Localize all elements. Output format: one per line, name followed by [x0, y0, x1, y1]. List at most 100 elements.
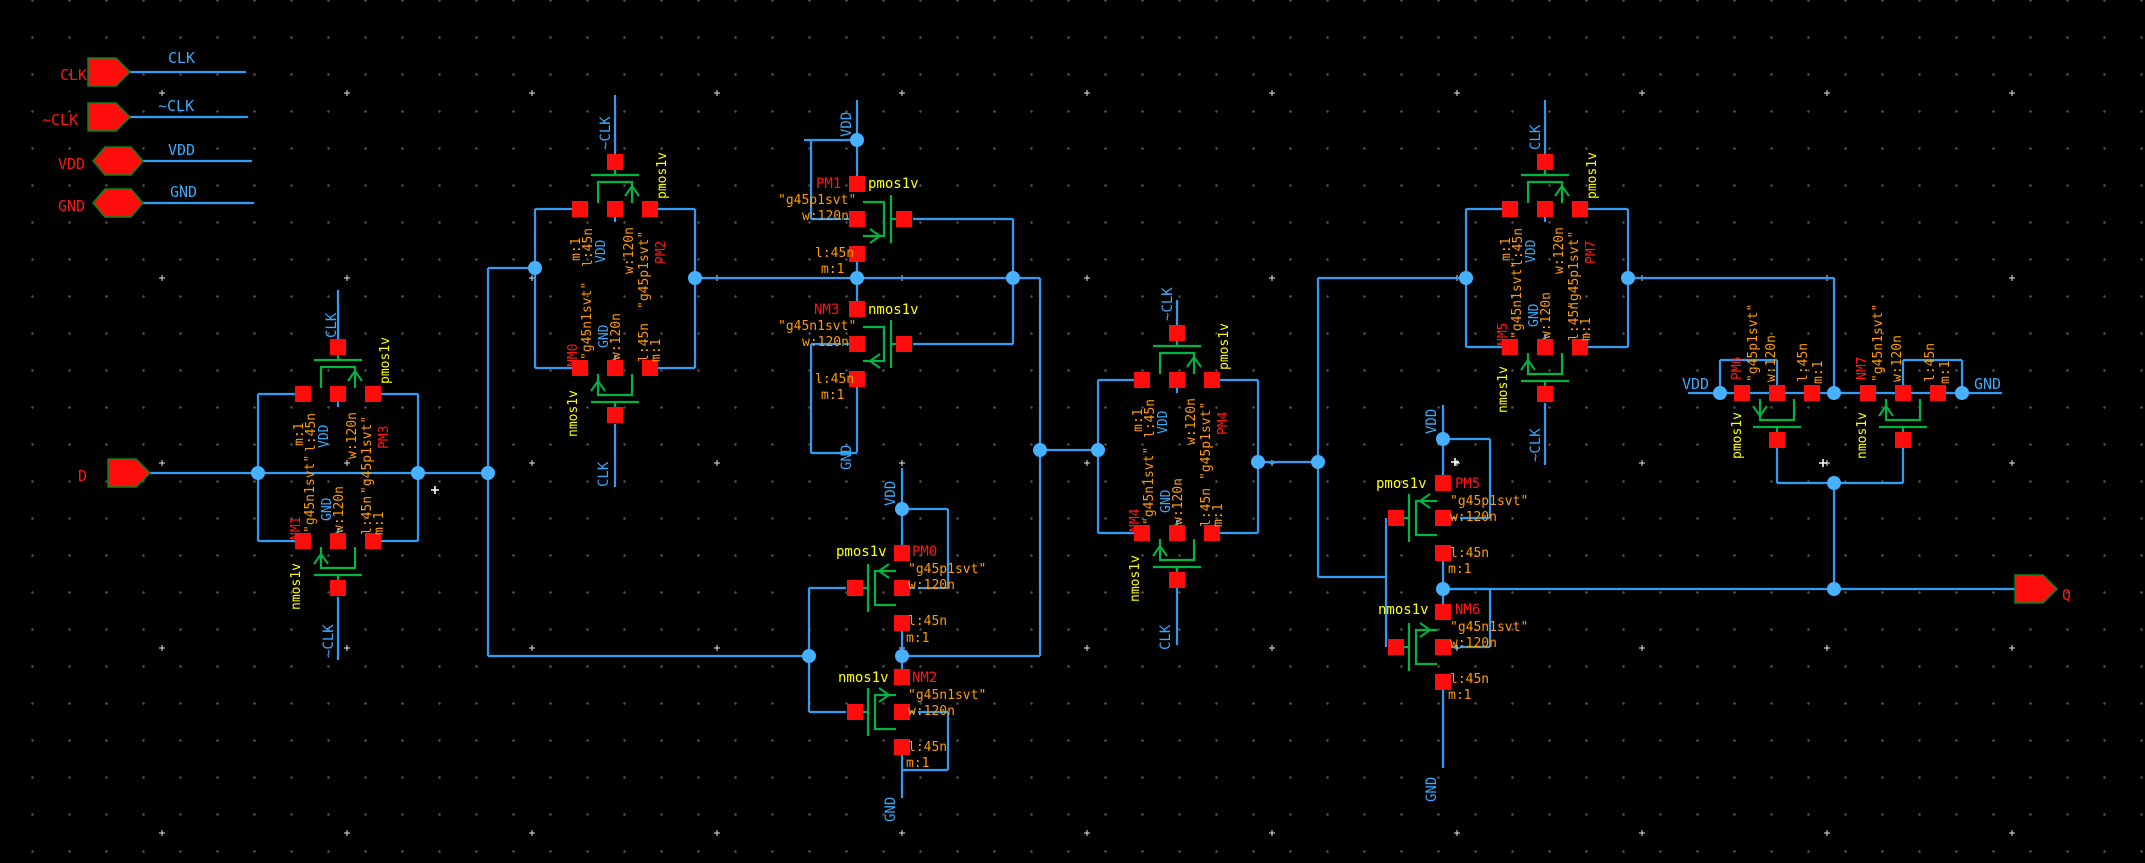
cell-name[interactable]: nmos1v [1128, 555, 1143, 602]
device-param[interactable]: l:45n [1511, 228, 1526, 267]
device-param[interactable]: m:1 [1811, 361, 1826, 384]
device-param[interactable]: "g45p1svt" [778, 193, 856, 208]
device-param[interactable]: "g45n1svt" [778, 319, 856, 334]
device-param[interactable]: w:120n [1890, 335, 1905, 382]
device-param[interactable]: w:120n [332, 486, 347, 533]
transistor-PM7[interactable] [1502, 154, 1588, 222]
instance-name[interactable]: NM4 [1128, 508, 1143, 532]
transistor-PM0[interactable] [847, 545, 915, 631]
junction-dot[interactable] [251, 466, 265, 480]
net-label[interactable]: ~CLK [598, 116, 614, 150]
net-label[interactable]: GND [839, 445, 855, 470]
device-param[interactable]: "g45n1svt" [1450, 620, 1528, 635]
cell-name[interactable]: pmos1v [1217, 323, 1232, 370]
device-param[interactable]: m:1 [906, 756, 929, 771]
device-param[interactable]: "g45p1svt" [1567, 231, 1582, 309]
net-label[interactable]: VDD [883, 481, 899, 506]
device-param[interactable]: l:45n [815, 372, 854, 387]
junction-dot[interactable] [1827, 476, 1841, 490]
device-param[interactable]: m:1 [821, 388, 844, 403]
junction-dot[interactable] [1251, 455, 1265, 469]
device-param[interactable]: w:120n [1171, 478, 1186, 525]
device-param[interactable]: w:120n [622, 227, 637, 274]
device-param[interactable]: "g45p1svt" [637, 231, 652, 309]
junction-dot[interactable] [1621, 271, 1635, 285]
device-param[interactable]: w:120n [802, 209, 849, 224]
device-param[interactable]: l:45n [908, 740, 947, 755]
instance-name[interactable]: NM2 [912, 670, 937, 686]
net-label[interactable]: VDD [168, 141, 195, 159]
device-param[interactable]: l:45n [637, 323, 652, 362]
junction-dot[interactable] [1827, 386, 1841, 400]
junction-dot[interactable] [688, 271, 702, 285]
junction-dot[interactable] [1006, 271, 1020, 285]
pin-label[interactable]: VDD [58, 155, 85, 173]
device-param[interactable]: "g45p1svt" [1746, 304, 1761, 382]
cell-name[interactable]: nmos1v [868, 302, 919, 318]
cell-name[interactable]: nmos1v [1496, 366, 1511, 413]
device-param[interactable]: m:1 [372, 512, 387, 535]
junction-dot[interactable] [1033, 443, 1047, 457]
net-label[interactable]: VDD [317, 424, 332, 448]
cell-name[interactable]: pmos1v [836, 544, 887, 560]
transistor-NM0[interactable] [572, 355, 658, 423]
junction-dot[interactable] [1436, 582, 1450, 596]
transistor-PM3[interactable] [295, 339, 381, 407]
device-param[interactable]: l:45n [1923, 343, 1938, 382]
instance-name[interactable]: NM3 [814, 302, 839, 318]
cell-name[interactable]: nmos1v [1855, 412, 1870, 459]
junction-dot[interactable] [1955, 386, 1969, 400]
net-label[interactable]: GND [320, 497, 335, 521]
instance-name[interactable]: NM0 [566, 344, 581, 367]
device-param[interactable]: l:45n [360, 496, 375, 535]
device-param[interactable]: m:1 [1211, 504, 1226, 527]
device-param[interactable]: w:120n [609, 313, 624, 360]
cell-name[interactable]: nmos1v [1378, 602, 1429, 618]
junction-dot[interactable] [1311, 455, 1325, 469]
device-param[interactable]: w:120n [1184, 398, 1199, 445]
device-param[interactable]: m:1 [1579, 318, 1594, 341]
instance-name[interactable]: PM6 [1730, 357, 1745, 380]
instance-name[interactable]: PM4 [1216, 411, 1231, 435]
instance-name[interactable]: NM7 [1855, 357, 1870, 380]
device-param[interactable]: w:120n [908, 578, 955, 593]
device-param[interactable]: "g45n1svt" [1510, 261, 1525, 339]
instance-name[interactable]: NM6 [1455, 602, 1480, 618]
pin-label[interactable]: GND [58, 197, 85, 215]
device-param[interactable]: w:120n [1450, 636, 1497, 651]
device-param[interactable]: "g45p1svt" [1199, 402, 1214, 480]
junction-dot[interactable] [1713, 386, 1727, 400]
pin-label[interactable]: ~CLK [42, 111, 78, 129]
device-param[interactable]: m:1 [1448, 562, 1471, 577]
net-label[interactable]: VDD [594, 239, 609, 263]
transistor-NM7[interactable] [1860, 380, 1946, 448]
transistor-NM4[interactable] [1134, 520, 1220, 588]
device-param[interactable]: w:120n [1450, 510, 1497, 525]
pin-Q[interactable] [2014, 574, 2059, 604]
device-param[interactable]: w:120n [345, 412, 360, 459]
device-param[interactable]: "g45n1svt" [303, 455, 318, 533]
net-label[interactable]: GND [597, 324, 612, 348]
device-param[interactable]: m:1 [292, 423, 307, 446]
instance-name[interactable]: PM1 [816, 176, 841, 192]
junction-dot[interactable] [895, 649, 909, 663]
net-label[interactable]: CLK [596, 461, 612, 487]
device-param[interactable]: l:45n [1143, 399, 1158, 438]
device-param[interactable]: "g45p1svt" [908, 562, 986, 577]
instance-name[interactable]: PM3 [377, 426, 392, 449]
junction-dot[interactable] [1091, 443, 1105, 457]
junction-dot[interactable] [1459, 271, 1473, 285]
device-param[interactable]: "g45p1svt" [360, 416, 375, 494]
device-param[interactable]: w:120n [908, 704, 955, 719]
junction-dot[interactable] [850, 133, 864, 147]
cell-name[interactable]: pmos1v [1585, 152, 1600, 199]
device-param[interactable]: l:45n [1199, 488, 1214, 527]
instance-name[interactable]: PM5 [1455, 476, 1480, 492]
pin-D[interactable] [107, 458, 152, 488]
device-param[interactable]: l:45n [1796, 343, 1811, 382]
device-param[interactable]: w:120n [802, 335, 849, 350]
device-param[interactable]: "g45n1svt" [580, 282, 595, 360]
device-param[interactable]: l:45n [815, 246, 854, 261]
device-param[interactable]: l:45n [1450, 672, 1489, 687]
